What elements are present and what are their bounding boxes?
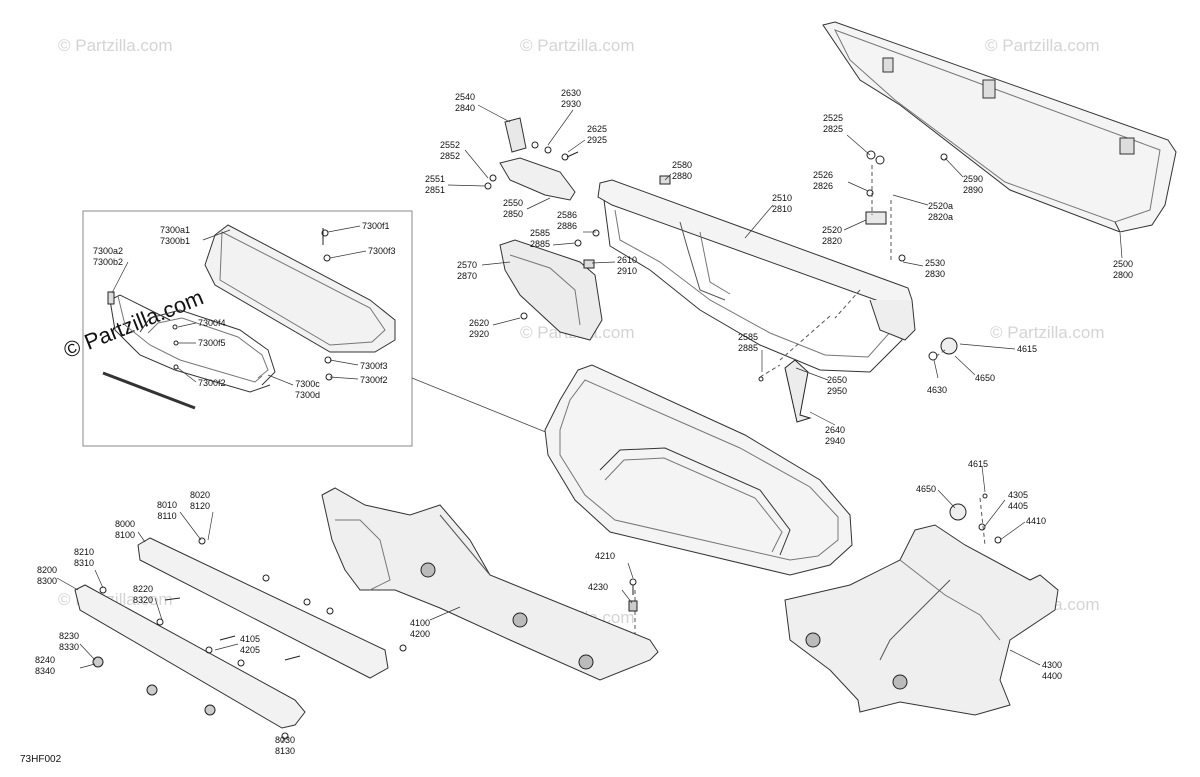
callout: 4650 xyxy=(916,484,937,494)
door-panel-center xyxy=(544,364,853,576)
callout: 7300f3 xyxy=(368,246,396,256)
callout: 7300f2 xyxy=(198,378,226,388)
skid-plate-right xyxy=(784,493,1059,716)
callout: 7300f3 xyxy=(360,361,388,371)
inset-frame xyxy=(82,210,413,447)
callout: 7300f2 xyxy=(360,375,388,385)
watermark: © Partzilla.com xyxy=(520,36,635,55)
guide-lines xyxy=(634,165,986,640)
fasteners-4200 xyxy=(628,578,638,612)
skid-plate-left xyxy=(321,487,659,681)
door-frame xyxy=(597,179,916,373)
watermark: © Partzilla.com xyxy=(58,36,173,55)
latch-assembly xyxy=(499,117,579,201)
callout: 4615 xyxy=(1017,344,1038,354)
drawing-id: 73HF002 xyxy=(20,754,62,765)
callout: 4630 xyxy=(927,385,948,395)
door-panel-right xyxy=(822,21,1177,233)
inset-leader xyxy=(411,377,549,434)
callout: 4650 xyxy=(975,373,996,383)
hinge-plate xyxy=(499,239,603,341)
callout: 7300f4 xyxy=(198,318,226,328)
watermark: © Partzilla.com xyxy=(985,36,1100,55)
callout: 4410 xyxy=(1026,516,1047,526)
leader-lines xyxy=(56,104,1123,743)
callout: 4210 xyxy=(595,551,616,561)
watermark: © Partzilla.com xyxy=(990,323,1105,342)
callout: 7300f5 xyxy=(198,338,226,348)
callout: 4615 xyxy=(968,459,989,469)
side-rails xyxy=(74,537,407,740)
callout: 7300f1 xyxy=(362,221,390,231)
inset-door-assembly xyxy=(102,224,396,410)
callout: 4230 xyxy=(588,582,609,592)
